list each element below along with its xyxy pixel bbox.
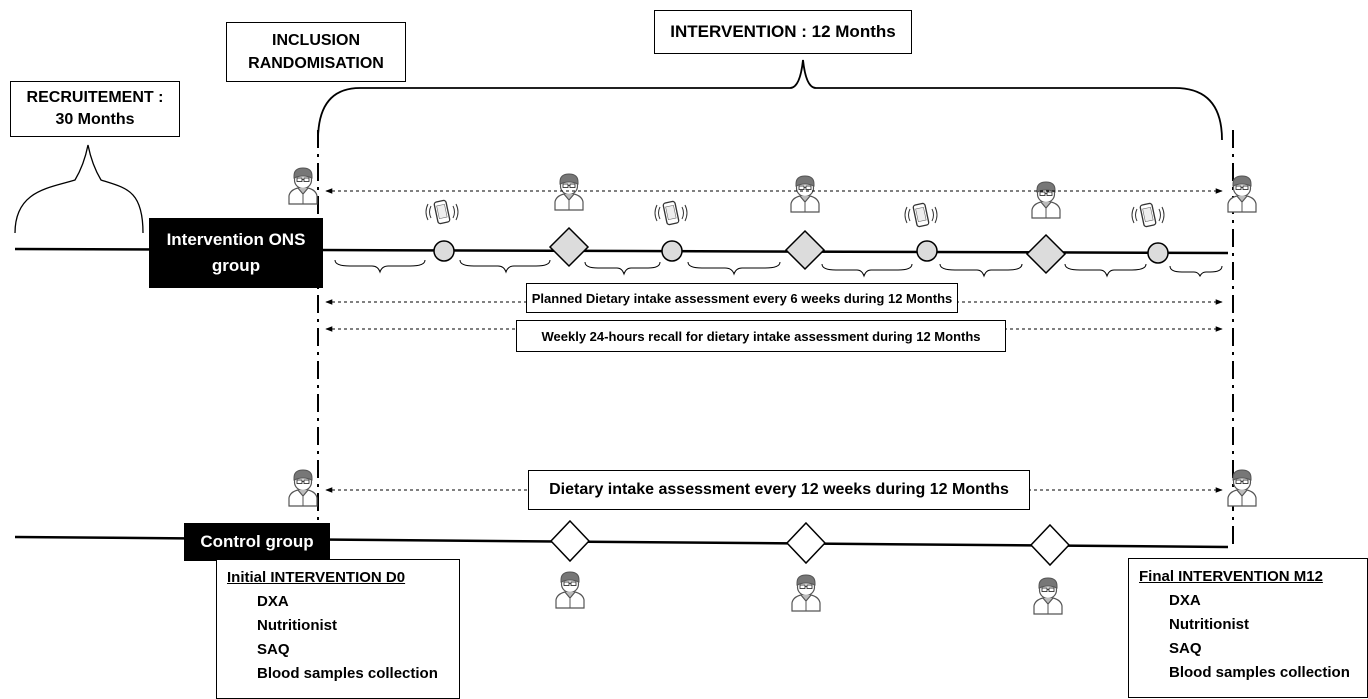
call-marker-4: [1147, 242, 1169, 264]
visit-diamond-ons-1: [548, 226, 590, 268]
ons-group-line2: group: [211, 256, 261, 275]
final-item-blood: Blood samples collection: [1169, 664, 1350, 681]
weekly-braces: [334, 259, 1223, 278]
study-timeline-diagram: [14, 59, 1257, 615]
initial-item-blood: Blood samples collection: [257, 665, 438, 682]
final-intervention-title: Final INTERVENTION M12: [1139, 568, 1323, 585]
visit-diamond-ons-3: [1025, 233, 1067, 275]
control-group-text: Control group: [200, 532, 314, 551]
person-icon: [791, 574, 821, 612]
person-icon: [554, 173, 584, 211]
weekly-recall-box: Weekly 24-hours recall for dietary intak…: [516, 320, 1006, 352]
call-marker-2: [661, 240, 683, 262]
control-dietary-text: Dietary intake assessment every 12 weeks…: [549, 481, 1009, 498]
recruitement-line1: RECRUITEMENT :: [26, 89, 164, 106]
weekly-recall-text: Weekly 24-hours recall for dietary intak…: [541, 328, 981, 344]
intervention-box: INTERVENTION : 12 Months: [654, 10, 912, 54]
recruitement-line2: 30 Months: [55, 111, 135, 128]
control-dietary-box: Dietary intake assessment every 12 weeks…: [528, 470, 1030, 510]
intervention-brace: [317, 59, 1223, 141]
person-icon: [1031, 181, 1061, 219]
recruitement-box: RECRUITEMENT : 30 Months: [10, 81, 180, 137]
initial-intervention-title: Initial INTERVENTION D0: [227, 569, 406, 586]
person-icon: [1033, 577, 1063, 615]
initial-item-nutritionist: Nutritionist: [257, 617, 337, 634]
phone-icon: [1131, 202, 1165, 228]
visit-diamond-ons-2: [784, 229, 826, 271]
final-item-saq: SAQ: [1169, 640, 1202, 657]
phone-icon: [904, 202, 938, 228]
visit-diamond-control-1: [549, 519, 591, 563]
person-icon: [555, 571, 585, 609]
ons-group-label: Intervention ONS group: [149, 218, 323, 288]
initial-intervention-box: Initial INTERVENTION D0 DXA Nutritionist…: [216, 559, 460, 699]
phone-icon: [654, 200, 688, 226]
inclusion-line1: INCLUSION: [272, 32, 360, 49]
ons-group-line1: Intervention ONS: [166, 230, 306, 249]
phone-icon: [425, 199, 459, 225]
initial-item-dxa: DXA: [257, 593, 289, 610]
planned-dietary-box: Planned Dietary intake assessment every …: [526, 283, 958, 313]
recruitement-brace: [14, 144, 144, 234]
final-item-nutritionist: Nutritionist: [1169, 616, 1249, 633]
person-icon: [1227, 175, 1257, 213]
person-icon: [288, 167, 318, 205]
intervention-label: INTERVENTION : 12 Months: [670, 22, 896, 41]
inclusion-line2: RANDOMISATION: [248, 55, 384, 72]
final-item-dxa: DXA: [1169, 592, 1201, 609]
initial-item-saq: SAQ: [257, 641, 290, 658]
control-group-label: Control group: [184, 523, 330, 561]
call-marker-3: [916, 240, 938, 262]
person-icon: [288, 469, 318, 507]
inclusion-box: INCLUSION RANDOMISATION: [226, 22, 406, 82]
person-icon: [790, 175, 820, 213]
call-marker-1: [433, 240, 455, 262]
visit-diamond-control-3: [1029, 523, 1071, 567]
visit-diamond-control-2: [785, 521, 827, 565]
final-intervention-box: Final INTERVENTION M12 DXA Nutritionist …: [1128, 558, 1368, 698]
planned-dietary-text: Planned Dietary intake assessment every …: [531, 290, 953, 306]
